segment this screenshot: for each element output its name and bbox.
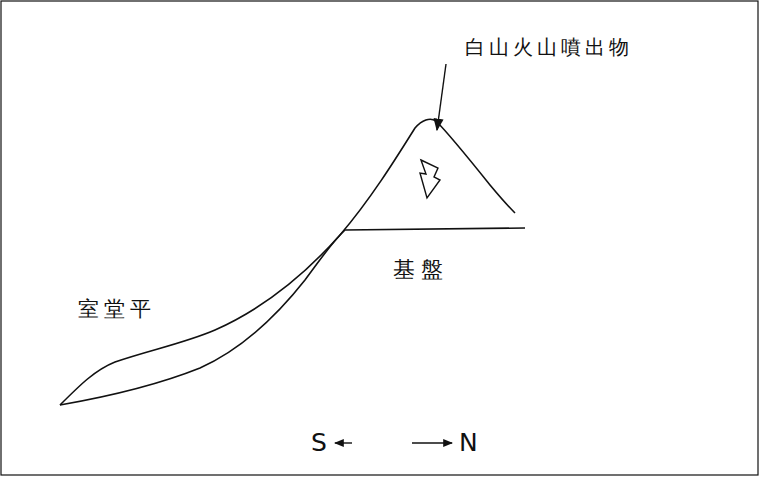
south-arrow bbox=[335, 442, 352, 443]
direction-label: S bbox=[311, 429, 327, 457]
flow-arrow bbox=[420, 160, 440, 198]
place-label: 室堂平 bbox=[78, 298, 156, 321]
direction-label: N bbox=[459, 429, 478, 457]
volcano-surface bbox=[60, 119, 515, 405]
basement-surface bbox=[60, 228, 525, 405]
leader-arrow bbox=[437, 64, 446, 130]
material-label: 白山火山噴出物 bbox=[465, 36, 633, 58]
layer-label: 基盤 bbox=[393, 258, 449, 282]
north-arrow bbox=[412, 442, 452, 443]
